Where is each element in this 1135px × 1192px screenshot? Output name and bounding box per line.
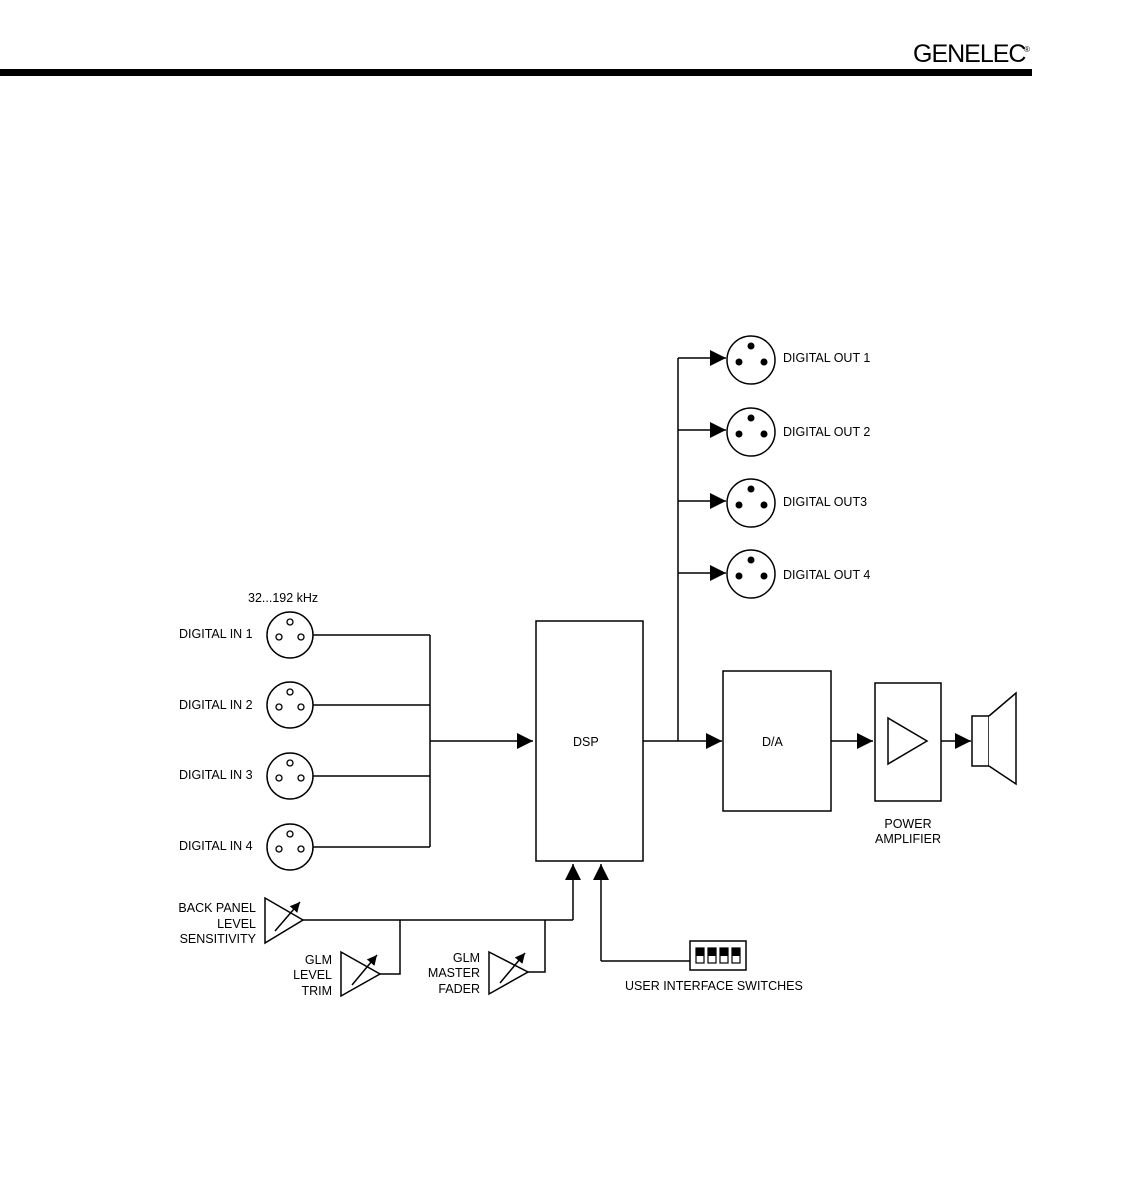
glm-trim-label: TRIM [301, 984, 332, 998]
glm-trim-label: LEVEL [293, 968, 332, 982]
dsp-block: DSP [536, 621, 643, 861]
dsp-label: DSP [573, 735, 599, 749]
xlr-connector-out-1 [727, 336, 775, 384]
xlr-connector-in-4 [267, 824, 313, 870]
da-label: D/A [762, 735, 784, 749]
digital-in-label: DIGITAL IN 3 [179, 768, 253, 782]
glm-fader-label: FADER [438, 982, 480, 996]
sample-rate-label: 32...192 kHz [248, 591, 318, 605]
glm-fader-label: MASTER [428, 966, 480, 980]
back-panel-level-amp-icon [265, 898, 303, 943]
speaker-icon [972, 693, 1016, 784]
power-amp-label: AMPLIFIER [875, 832, 941, 846]
digital-out-label: DIGITAL OUT3 [783, 495, 867, 509]
xlr-connector-in-2 [267, 682, 313, 728]
xlr-connector-out-4 [727, 550, 775, 598]
xlr-connector-out-2 [727, 408, 775, 456]
level-controls: BACK PANEL LEVEL SENSITIVITY GLM LEVEL T… [178, 864, 802, 998]
da-converter-block: D/A [723, 671, 831, 811]
digital-in-label: DIGITAL IN 1 [179, 627, 253, 641]
xlr-connector-in-1 [267, 612, 313, 658]
digital-out-label: DIGITAL OUT 1 [783, 351, 870, 365]
digital-inputs: 32...192 kHz DIGITAL IN 1 DIGITAL IN 2 D… [179, 591, 533, 870]
brand-logo: GENELEC [913, 40, 1026, 68]
digital-in-label: DIGITAL IN 4 [179, 839, 253, 853]
header: GENELEC ® [0, 40, 1032, 76]
dip-switch-icon [690, 941, 746, 970]
glm-trim-label: GLM [305, 953, 332, 967]
back-panel-label: LEVEL [217, 917, 256, 931]
back-panel-label: SENSITIVITY [180, 932, 257, 946]
digital-out-label: DIGITAL OUT 4 [783, 568, 870, 582]
xlr-connector-out-3 [727, 479, 775, 527]
power-amplifier-block: POWER AMPLIFIER [875, 683, 941, 846]
back-panel-label: BACK PANEL [178, 901, 256, 915]
switches-label: USER INTERFACE SWITCHES [625, 979, 803, 993]
xlr-connector-in-3 [267, 753, 313, 799]
header-rule [0, 69, 1032, 76]
glm-master-fader-amp-icon [489, 952, 528, 994]
output-bus [643, 358, 678, 741]
digital-in-label: DIGITAL IN 2 [179, 698, 253, 712]
input-bus [313, 635, 430, 847]
digital-out-label: DIGITAL OUT 2 [783, 425, 870, 439]
glm-fader-label: GLM [453, 951, 480, 965]
glm-level-trim-amp-icon [341, 952, 380, 996]
registered-mark: ® [1024, 45, 1030, 54]
power-amp-label: POWER [884, 817, 931, 831]
